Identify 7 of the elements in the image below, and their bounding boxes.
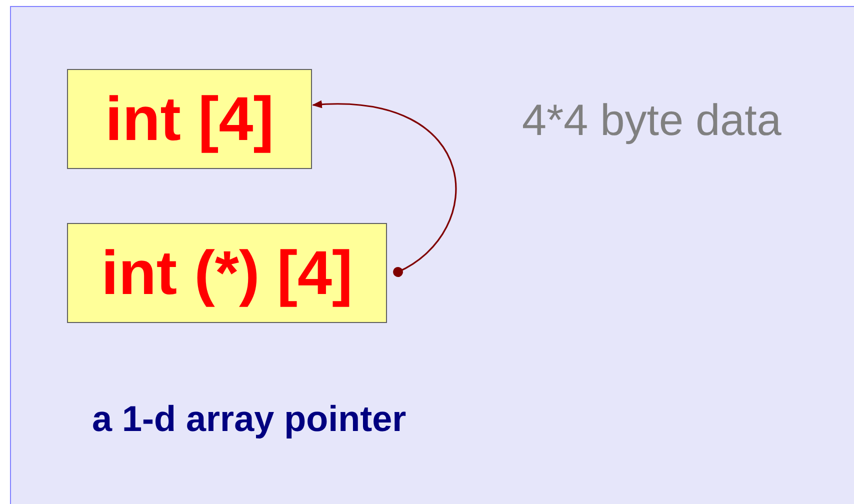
pointer-arrow xyxy=(312,100,457,277)
type-declaration: int (*) [4] xyxy=(101,238,353,308)
type-box xyxy=(67,69,312,169)
annotation-text: 4*4 byte data xyxy=(522,96,782,146)
type-box xyxy=(67,223,387,323)
caption-text: a 1-d array pointer xyxy=(92,398,406,440)
type-declaration: int [4] xyxy=(105,84,274,154)
